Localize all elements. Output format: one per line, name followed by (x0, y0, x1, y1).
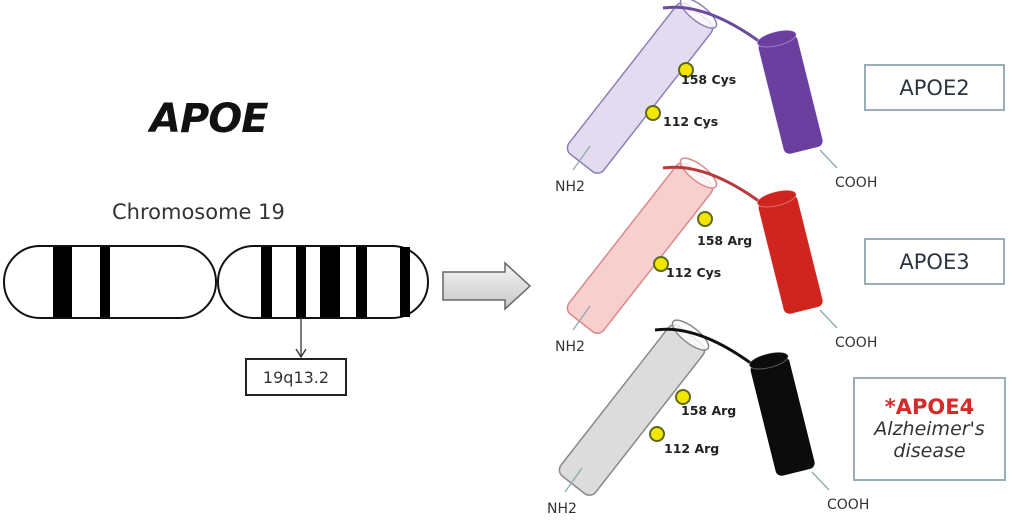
helix-cap (756, 189, 797, 208)
c-terminal-helix (756, 189, 823, 314)
residue-marker (645, 105, 661, 121)
helix-cap (748, 351, 789, 370)
isoform-label-apoe3: APOE3 (864, 238, 1005, 285)
chromosome-label: Chromosome 19 (112, 200, 285, 224)
residue-label: 158 Arg (681, 403, 736, 418)
linker-loop (662, 165, 761, 204)
chromosome-band (356, 247, 367, 317)
linker-loop (654, 327, 753, 366)
disease-note: Alzheimer's (874, 418, 985, 441)
helix-cap (679, 157, 718, 189)
isoform-label-apoe2: APOE2 (864, 64, 1005, 111)
right-arrow-icon (442, 261, 532, 311)
n-terminal-helix (558, 319, 710, 496)
isoform-name: APOE3 (899, 249, 970, 274)
residue-label: 112 Cys (663, 114, 718, 129)
c-terminus-line (819, 149, 838, 169)
locus-label: 19q13.2 (245, 358, 347, 396)
residue-marker (697, 211, 713, 227)
n-terminus-label: NH2 (555, 179, 585, 195)
residue-marker (675, 389, 691, 405)
residue-label: 158 Arg (697, 233, 752, 248)
linker-loop (662, 5, 761, 44)
residue-marker (678, 62, 694, 78)
c-terminus-label: COOH (827, 497, 869, 513)
c-terminal-helix (756, 29, 823, 154)
c-terminus-line (811, 471, 830, 491)
locus-pointer-arrow (295, 318, 307, 359)
chromosome-band (100, 247, 110, 317)
chromosome-band (320, 247, 340, 317)
helix-cap (671, 319, 710, 351)
n-terminus-label: NH2 (555, 339, 585, 355)
c-terminus-line (819, 309, 838, 329)
isoform-name: APOE2 (899, 75, 970, 100)
chromosome-band (400, 247, 410, 317)
c-terminus-label: COOH (835, 175, 877, 191)
residue-label: 112 Cys (666, 265, 721, 280)
disease-note: disease (893, 440, 966, 462)
residue-marker (653, 256, 669, 272)
n-terminal-helix (566, 0, 718, 174)
residue-marker (649, 426, 665, 442)
n-terminus-line (572, 145, 591, 171)
helix-body (758, 35, 823, 154)
gene-title: APOE (150, 96, 269, 142)
helix-body (758, 195, 823, 314)
isoform-label-apoe4: *APOE4 Alzheimer's disease (853, 377, 1006, 481)
chromosome-band (53, 247, 72, 317)
helix-cap (679, 0, 718, 29)
c-terminal-helix (748, 351, 815, 476)
n-terminus-line (564, 467, 583, 493)
n-terminus-label: NH2 (547, 501, 577, 517)
protein-apoe2: NH2 COOH 158 Cys 112 Cys (555, 0, 877, 195)
c-terminus-label: COOH (835, 335, 877, 351)
chromosome-q-arm (217, 245, 429, 319)
chromosome-p-arm (3, 245, 217, 319)
n-terminus-line (572, 305, 591, 331)
residue-label: 112 Arg (664, 441, 719, 456)
chromosome-band (296, 247, 306, 317)
chromosome-19 (3, 245, 429, 359)
helix-cap (756, 29, 797, 48)
residue-label: 158 Cys (681, 72, 736, 87)
helix-body (750, 357, 815, 476)
chromosome-band (261, 247, 272, 317)
isoform-name: *APOE4 (884, 395, 975, 420)
